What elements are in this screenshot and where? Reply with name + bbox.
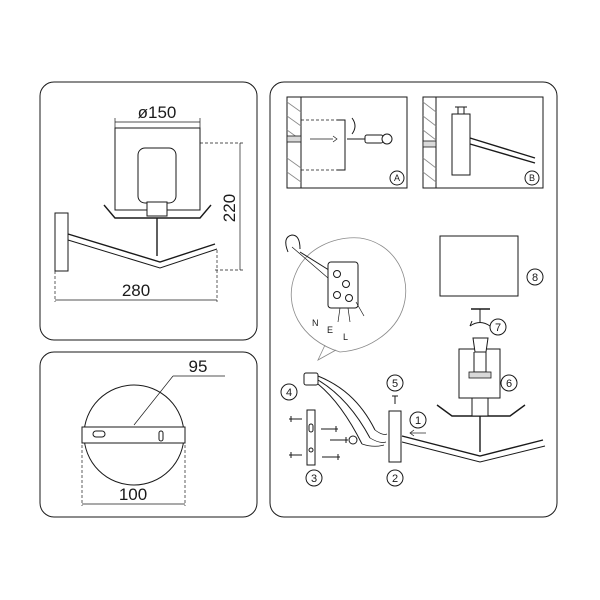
- wall-hole: [286, 135, 302, 143]
- panel-frame: [39, 81, 258, 341]
- screw-icon: [322, 454, 340, 460]
- sub-view-label-a: A: [394, 173, 400, 183]
- socket-collar: [468, 371, 492, 379]
- sub-view-label-b: B: [529, 173, 535, 183]
- step-label-1: 1: [415, 415, 421, 427]
- length-label: 280: [122, 281, 150, 300]
- height-label: 220: [220, 194, 239, 222]
- step-label-4: 4: [286, 387, 292, 399]
- hook-icon: [285, 234, 301, 253]
- step-label-3: 3: [311, 473, 317, 485]
- sub-view-frame: [286, 96, 408, 189]
- bracket-outline: [337, 119, 346, 171]
- panel-installation: A B: [269, 81, 558, 518]
- screw-icon: [321, 426, 338, 432]
- screw-icon: [330, 437, 348, 443]
- wire-label-l: L: [343, 332, 348, 342]
- wiring-callout: N E L: [285, 234, 407, 361]
- wall-hole: [422, 140, 437, 148]
- lamp-arm: [401, 435, 544, 457]
- diameter-label: ø150: [138, 103, 177, 122]
- panel-dimensions-side-view: ø150 220 280: [39, 81, 258, 341]
- shade-part: [439, 235, 519, 297]
- wire-connector: [303, 372, 388, 447]
- sub-view-a: A: [286, 96, 408, 189]
- nut-icon: [348, 435, 358, 445]
- mounting-bar-assembly: [289, 409, 358, 466]
- plate-diameter-leader: [133, 375, 174, 426]
- rotate-arrow: [469, 322, 491, 327]
- terminal-block: [327, 261, 359, 309]
- callout-bubble: [290, 237, 407, 353]
- plate-width-label: 100: [119, 485, 147, 504]
- screw-icon: [289, 416, 302, 422]
- step-label-2: 2: [392, 473, 398, 485]
- bulb-holder: [472, 337, 489, 353]
- wire: [317, 375, 376, 431]
- plate-part: [388, 410, 402, 463]
- step-label-5: 5: [392, 378, 398, 390]
- bar-slot-right: [158, 430, 164, 442]
- sub-view-b: B: [422, 96, 544, 189]
- screw-icon: [289, 452, 302, 458]
- plate-diameter-label: 95: [189, 357, 208, 376]
- lamp-shade: [114, 127, 201, 211]
- bar-slot-left: [92, 430, 106, 438]
- mounted-plate: [451, 113, 471, 176]
- mounting-bar: [306, 409, 316, 466]
- mounting-bar: [81, 426, 186, 444]
- step-label-8: 8: [532, 272, 538, 284]
- step-label-6: 6: [506, 378, 512, 390]
- wire: [317, 383, 363, 445]
- wire-label-n: N: [312, 318, 319, 328]
- step-label-7: 7: [495, 322, 501, 334]
- wall-plate: [54, 212, 69, 272]
- screw-icon: [457, 106, 465, 115]
- lamp-socket: [146, 201, 168, 217]
- panel-frame: [269, 81, 558, 518]
- screwdriver-icon: [347, 133, 393, 145]
- panel-dimensions-plate: 95 100: [39, 351, 258, 518]
- lamp-arm: [67, 233, 216, 263]
- panel-frame: [39, 351, 258, 518]
- lamp-arm: [469, 137, 536, 164]
- wire-label-e: E: [327, 325, 333, 335]
- wire: [317, 379, 371, 439]
